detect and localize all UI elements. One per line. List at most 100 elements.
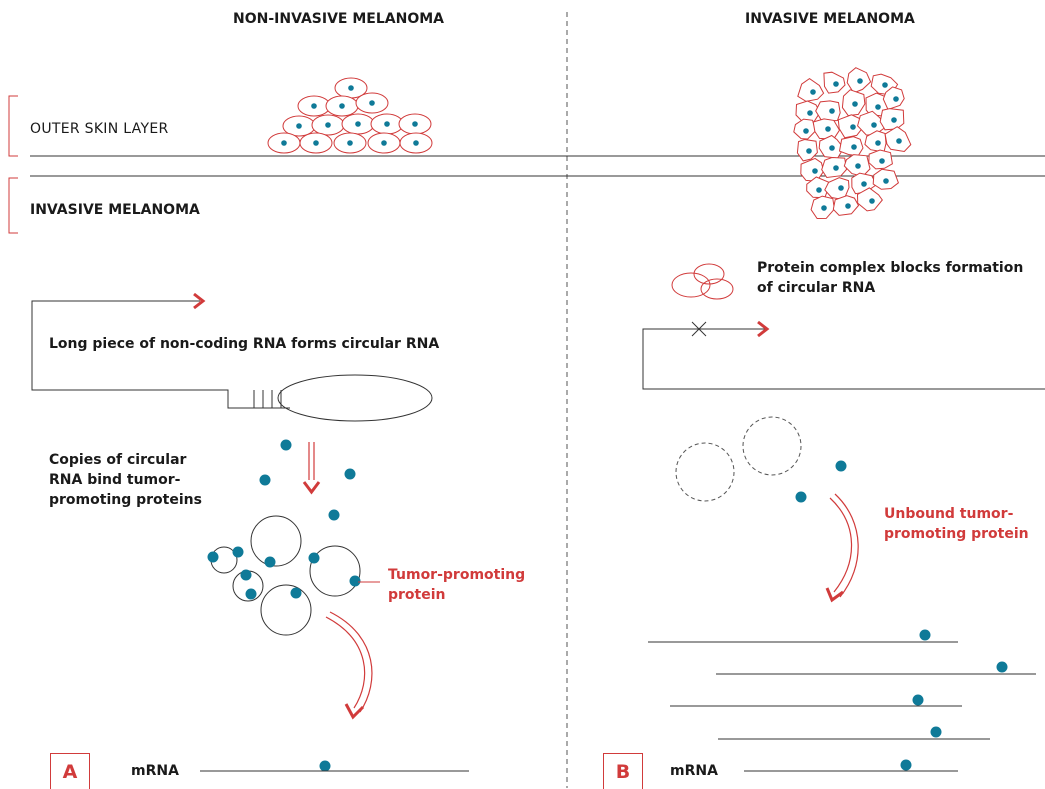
curved-arrow-right [825,493,859,603]
cell-nucleus [803,128,809,134]
curved-arrow-left [325,611,373,720]
melanoma-cell [299,132,333,154]
cell-nucleus [883,178,889,184]
melanoma-cell [282,115,316,137]
cell-nucleus [875,140,881,146]
cell-nucleus [384,121,390,127]
protein-dot [344,468,356,480]
melanoma-cell [311,114,345,136]
protein-dot [280,439,292,451]
tumor-promoting-proteins [207,439,361,772]
rna-base-pairs [253,390,282,408]
unbound-label-line1: Unbound tumor- [884,506,1014,522]
protein-dot [264,556,276,568]
cell-nucleus [806,148,812,154]
copies-label-line3: promoting proteins [49,492,202,508]
unbound-proteins [795,460,1008,771]
circular-rna-label: Long piece of non-coding RNA forms circu… [49,336,440,352]
rna-start-arrow [193,292,206,310]
cell-nucleus [855,163,861,169]
complex-label-line1: Protein complex blocks formation [757,260,1024,276]
non-invasive-cell-pile [267,77,433,154]
cell-nucleus [325,122,331,128]
complex-label-line2: of circular RNA [757,280,876,296]
cell-nucleus [369,100,375,106]
cell-nucleus [845,203,851,209]
protein-dot [996,661,1008,673]
protein-dot [207,551,219,563]
header-invasive: INVASIVE MELANOMA [745,11,915,27]
outer-skin-layer-label: OUTER SKIN LAYER [30,121,169,137]
protein-dot [308,552,320,564]
protein-dot [245,588,257,600]
cell-nucleus [871,122,877,128]
panel-b-tag: B [603,753,643,789]
cell-nucleus [311,103,317,109]
cell-nucleus [875,104,881,110]
cell-nucleus [821,205,827,211]
cell-nucleus [825,126,831,132]
melanoma-cell [398,113,432,135]
blocked-arrow [757,320,770,338]
cell-nucleus [355,121,361,127]
protein-dot [919,629,931,641]
cell-nucleus [816,187,822,193]
invasive-cell-cluster [793,67,912,220]
invasive-cell [800,157,825,182]
mrna-label-left: mRNA [131,763,179,779]
invasive-cell [815,100,841,122]
cell-nucleus [807,110,813,116]
header-non-invasive: NON-INVASIVE MELANOMA [233,11,444,27]
copies-label-line2: RNA bind tumor- [49,472,181,488]
cell-nucleus [852,101,858,107]
cell-nucleus [838,185,844,191]
cell-nucleus [829,108,835,114]
protein-dot [290,587,302,599]
unbound-label-line2: promoting protein [884,526,1029,542]
melanoma-cell [399,132,433,154]
cell-nucleus [810,89,816,95]
melanoma-cell [355,92,389,114]
blocked-rna-strand [642,328,1045,390]
melanoma-cell [325,95,359,117]
cell-nucleus [381,140,387,146]
cell-nucleus [896,138,902,144]
block-x-mark [691,321,707,337]
protein-dot [900,759,912,771]
cell-nucleus [348,85,354,91]
melanoma-cell [333,132,367,154]
rna-loop [277,374,433,422]
cell-nucleus [313,140,319,146]
melanoma-cell [297,95,331,117]
cell-nucleus [339,103,345,109]
cell-nucleus [833,165,839,171]
cell-nucleus [412,121,418,127]
cell-nucleus [833,81,839,87]
outer-layer-bracket [8,95,18,157]
down-arrow [302,442,321,495]
protein-dot [240,569,252,581]
melanoma-cell [341,113,375,135]
cell-nucleus [829,145,835,151]
cell-nucleus [893,96,899,102]
invasive-layer-bracket [8,177,18,234]
invasive-cell [797,77,825,102]
cell-nucleus [851,144,857,150]
mrna-label-right: mRNA [670,763,718,779]
cell-nucleus [281,140,287,146]
mrna-strands-right [648,641,1036,772]
protein-dot [835,460,847,472]
cell-nucleus [413,140,419,146]
protein-dot [259,474,271,486]
cell-nucleus [812,168,818,174]
tumor-protein-label-line1: Tumor-promoting [388,567,526,583]
cell-nucleus [861,181,867,187]
cell-nucleus [891,117,897,123]
cell-nucleus [850,124,856,130]
invasive-cell [838,136,864,157]
circular-rnas [210,515,361,636]
protein-dot [930,726,942,738]
cell-nucleus [879,158,885,164]
panel-a-tag: A [50,753,90,789]
